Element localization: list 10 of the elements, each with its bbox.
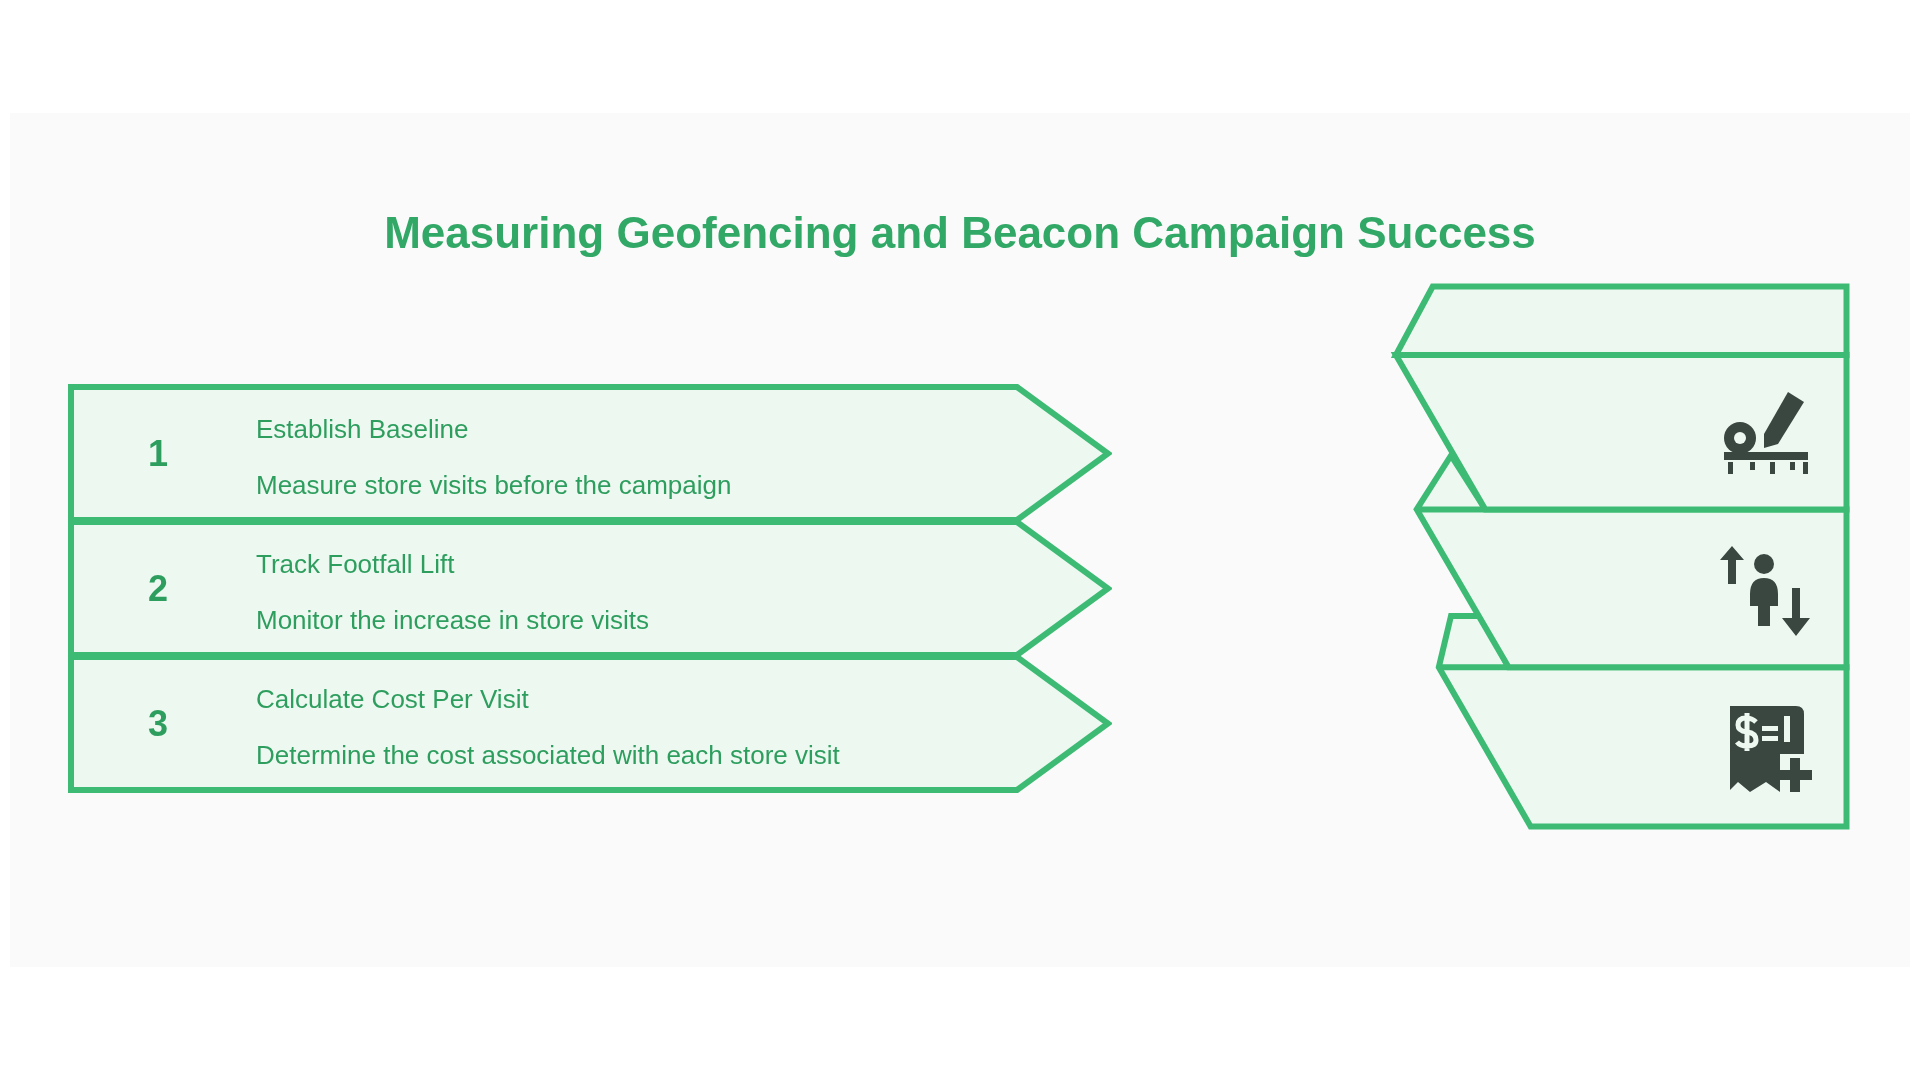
step-heading: Establish Baseline — [256, 413, 469, 446]
diagram-title: Measuring Geofencing and Beacon Campaign Success — [383, 207, 1537, 259]
step-heading: Calculate Cost Per Visit — [256, 683, 529, 716]
step-number: 3 — [148, 701, 169, 746]
step-description: Monitor the increase in store visits — [256, 604, 650, 637]
step-heading: Track Footfall Lift — [256, 548, 455, 581]
step-number: 1 — [148, 431, 169, 476]
step-description: Measure store visits before the campaign — [256, 469, 732, 502]
step-number: 2 — [148, 566, 169, 611]
step-description: Determine the cost associated with each store visit — [256, 739, 840, 772]
